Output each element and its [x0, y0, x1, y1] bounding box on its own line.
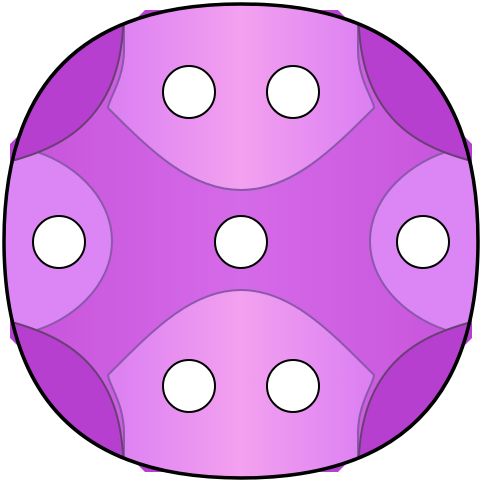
- hole-bottom-right: [266, 359, 320, 413]
- hole-top-left: [162, 65, 216, 119]
- hole-center: [214, 215, 268, 269]
- bottom-lobe: [106, 288, 376, 478]
- outer-lens-outline: [2, 2, 480, 480]
- hole-middle-right: [396, 215, 450, 269]
- top-lobe: [106, 4, 376, 192]
- hole-top-right: [266, 65, 320, 119]
- hole-middle-left: [32, 215, 86, 269]
- hole-bottom-left: [162, 359, 216, 413]
